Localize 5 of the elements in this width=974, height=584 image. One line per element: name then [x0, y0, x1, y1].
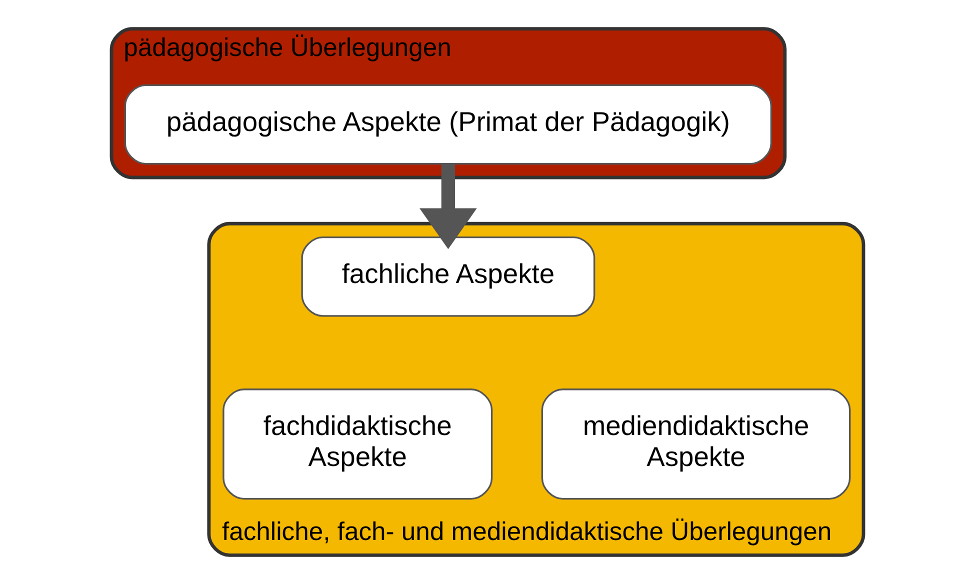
node-box: pädagogische Aspekte (Primat der Pädagogik) [124, 84, 772, 165]
node-box: mediendidaktische Aspekte [540, 388, 850, 500]
arrow [419, 164, 476, 250]
node-box: fachdidaktische Aspekte [222, 388, 492, 500]
node-box: fachliche Aspekte [300, 236, 595, 317]
